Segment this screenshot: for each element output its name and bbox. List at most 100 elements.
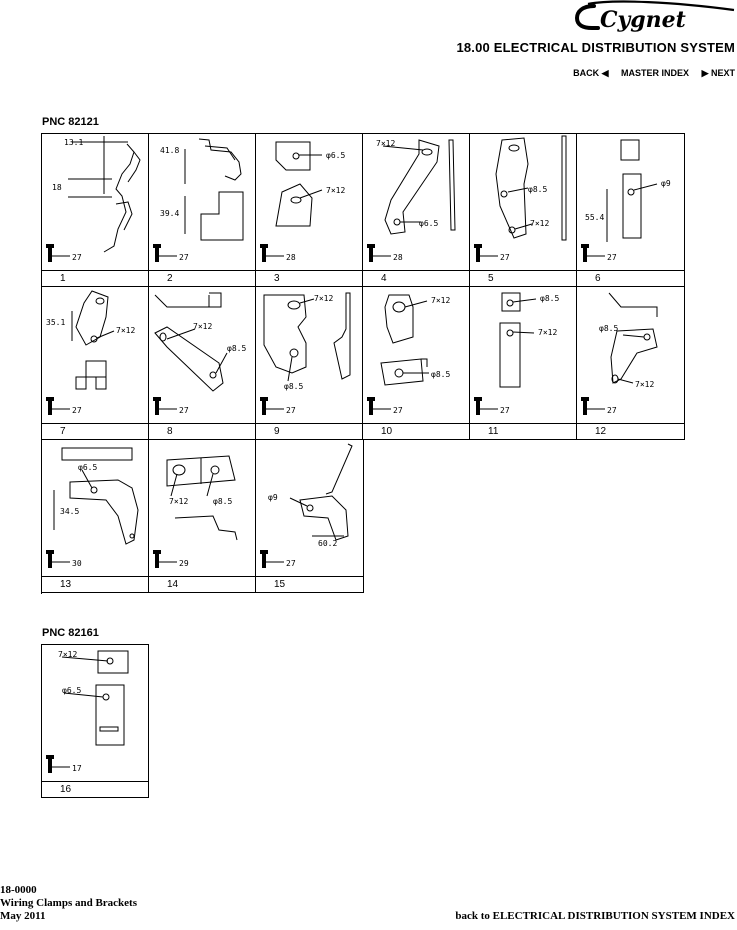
dim-label: 7×12 xyxy=(530,219,549,228)
part-cell-2: 41.8 39.4 27 xyxy=(149,134,256,271)
qty-label: 27 xyxy=(72,406,82,415)
qty-label: 27 xyxy=(286,406,296,415)
part-number-6: 6 xyxy=(577,271,685,287)
dim-label: φ8.5 xyxy=(227,344,246,353)
part-cell-16: 7×12 φ6.5 17 xyxy=(42,645,149,782)
dim-label: 39.4 xyxy=(160,209,179,218)
qty-label: 27 xyxy=(500,406,510,415)
part-9-drawing: 7×12 φ8.5 27 xyxy=(260,292,351,415)
dim-label: 18 xyxy=(52,183,62,192)
dim-label: φ6.5 xyxy=(78,463,97,472)
bolt-icon xyxy=(581,397,589,415)
part-16-drawing: 7×12 φ6.5 17 xyxy=(46,650,129,773)
dim-label: 7×12 xyxy=(314,294,333,303)
next-link[interactable]: ▶ NEXT xyxy=(701,68,735,78)
qty-label: 27 xyxy=(393,406,403,415)
part-number-12: 12 xyxy=(577,424,685,440)
bolt-icon xyxy=(581,244,589,262)
bolt-icon xyxy=(367,397,375,415)
nav-bar: BACK ◀ MASTER INDEX ▶ NEXT xyxy=(563,68,735,79)
qty-label: 29 xyxy=(179,559,189,568)
dim-label: 55.4 xyxy=(585,213,604,222)
bolt-icon xyxy=(46,244,54,262)
qty-label: 27 xyxy=(72,253,82,262)
dim-label: 7×12 xyxy=(431,296,450,305)
part-cell-14: 7×12 φ8.5 29 xyxy=(149,440,256,577)
part-cell-1: 13.1 18 27 xyxy=(42,134,149,271)
part-number-15: 15 xyxy=(256,577,364,593)
part-15-drawing: φ9 60.2 27 xyxy=(260,443,353,568)
part-cell-11: φ8.5 7×12 27 xyxy=(470,287,577,424)
qty-label: 27 xyxy=(607,406,617,415)
dim-label: 41.8 xyxy=(160,146,179,155)
part-cell-12: φ8.5 7×12 27 xyxy=(577,287,685,424)
part-cell-5: φ8.5 7×12 27 xyxy=(470,134,577,271)
bolt-icon xyxy=(260,244,268,262)
part-6-drawing: φ9 55.4 27 xyxy=(581,139,671,262)
part-number-4: 4 xyxy=(363,271,470,287)
dim-label: 13.1 xyxy=(64,138,83,147)
doc-date: May 2011 xyxy=(0,910,46,922)
part-cell-10: 7×12 φ8.5 27 xyxy=(363,287,470,424)
part-cell-3: φ6.5 7×12 28 xyxy=(256,134,363,271)
pnc-82161-heading: PNC 82161 xyxy=(42,627,99,639)
footer-info: 18-0000 Wiring Clamps and Brackets May 2… xyxy=(0,884,137,923)
dim-label: 7×12 xyxy=(538,328,557,337)
dim-label: φ8.5 xyxy=(528,185,547,194)
dim-label: 7×12 xyxy=(169,497,188,506)
empty-area xyxy=(365,440,687,596)
bolt-icon xyxy=(46,397,54,415)
qty-label: 27 xyxy=(179,406,189,415)
part-cell-13: φ6.5 34.5 30 xyxy=(42,440,149,577)
dim-label: φ8.5 xyxy=(540,294,559,303)
part-cell-9: 7×12 φ8.5 27 xyxy=(256,287,363,424)
dim-label: 34.5 xyxy=(60,507,79,516)
dim-label: 7×12 xyxy=(58,650,77,659)
dim-label: φ8.5 xyxy=(213,497,232,506)
part-number-3: 3 xyxy=(256,271,363,287)
bolt-icon xyxy=(260,550,268,568)
dim-label: φ6.5 xyxy=(419,219,438,228)
dim-label: 7×12 xyxy=(376,139,395,148)
part-number-9: 9 xyxy=(256,424,363,440)
part-cell-15: φ9 60.2 27 xyxy=(256,440,364,577)
svg-text:Cygnet: Cygnet xyxy=(600,7,686,32)
bolt-icon xyxy=(153,397,161,415)
dim-label: 7×12 xyxy=(116,326,135,335)
bolt-icon xyxy=(153,550,161,568)
part-number-7: 7 xyxy=(42,424,149,440)
part-number-5: 5 xyxy=(470,271,577,287)
dim-label: 35.1 xyxy=(46,318,65,327)
qty-label: 28 xyxy=(286,253,296,262)
back-link[interactable]: BACK ◀ xyxy=(573,68,609,78)
part-1-drawing: 13.1 18 27 xyxy=(46,136,141,262)
qty-label: 17 xyxy=(72,764,82,773)
dim-label: φ9 xyxy=(268,493,278,502)
part-number-1: 1 xyxy=(42,271,149,287)
dim-label: φ6.5 xyxy=(326,151,345,160)
bolt-icon xyxy=(474,397,482,415)
part-12-drawing: φ8.5 7×12 27 xyxy=(581,292,658,415)
back-to-index-link[interactable]: back to ELECTRICAL DISTRIBUTION SYSTEM I… xyxy=(455,910,735,922)
parts-grid-82161: 7×12 φ6.5 17 16 xyxy=(41,644,149,798)
doc-name: Wiring Clamps and Brackets xyxy=(0,897,138,909)
page-title: 18.00 ELECTRICAL DISTRIBUTION SYSTEM xyxy=(456,40,735,55)
part-13-drawing: φ6.5 34.5 30 xyxy=(46,447,139,568)
dim-label: φ9 xyxy=(661,179,671,188)
cygnet-logo-graphic: Cygnet xyxy=(574,0,735,33)
dim-label: φ8.5 xyxy=(599,324,618,333)
part-number-16: 16 xyxy=(42,782,149,798)
part-number-13: 13 xyxy=(42,577,149,593)
dim-label: 7×12 xyxy=(635,380,654,389)
qty-label: 27 xyxy=(179,253,189,262)
part-number-2: 2 xyxy=(149,271,256,287)
dim-label: 60.2 xyxy=(318,539,337,548)
part-cell-6: φ9 55.4 27 xyxy=(577,134,685,271)
dim-label: 7×12 xyxy=(193,322,212,331)
bolt-icon xyxy=(367,244,375,262)
dim-label: 7×12 xyxy=(326,186,345,195)
part-number-8: 8 xyxy=(149,424,256,440)
part-2-drawing: 41.8 39.4 27 xyxy=(153,138,244,262)
master-index-link[interactable]: MASTER INDEX xyxy=(621,68,690,78)
part-cell-4: 7×12 φ6.5 28 xyxy=(363,134,470,271)
